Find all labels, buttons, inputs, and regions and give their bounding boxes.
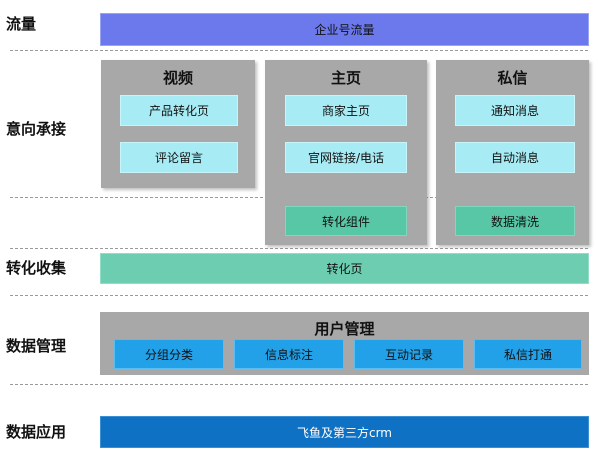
panel-homepage: 主页 商家主页 官网链接/电话 转化组件 [265,60,427,245]
row-label-data-management: 数据管理 [6,337,67,355]
conversion-page-bar: 转化页 [100,253,589,284]
item-data-cleaning: 数据清洗 [455,206,575,236]
panel-user-management: 用户管理 分组分类 信息标注 互动记录 私信打通 [100,312,589,375]
separator [10,50,588,51]
row-label-data-application: 数据应用 [6,423,67,441]
item-comments: 评论留言 [120,142,238,173]
row-label-traffic: 流量 [6,15,37,33]
item-notification-message: 通知消息 [455,95,575,126]
row-label-intent: 意向承接 [6,120,67,138]
item-interaction-record: 互动记录 [354,339,464,369]
item-grouping-classification: 分组分类 [114,339,224,369]
panel-title-video: 视频 [162,69,193,87]
panel-title-homepage: 主页 [330,69,361,87]
item-website-link-phone: 官网链接/电话 [285,142,407,173]
item-product-conversion-page: 产品转化页 [120,95,238,126]
item-conversion-component: 转化组件 [285,206,407,236]
item-auto-message: 自动消息 [455,142,575,173]
panel-video: 视频 产品转化页 评论留言 [101,60,255,188]
row-label-conversion: 转化收集 [6,259,67,277]
item-private-message-integration: 私信打通 [474,339,582,369]
separator [10,384,588,385]
separator [10,248,588,249]
panel-private-message: 私信 通知消息 自动消息 数据清洗 [436,60,589,245]
traffic-bar: 企业号流量 [100,13,589,46]
item-info-labeling: 信息标注 [234,339,344,369]
separator [10,295,588,296]
panel-title-private-message: 私信 [497,69,528,87]
data-application-bar: 飞鱼及第三方crm [100,416,589,448]
item-merchant-homepage: 商家主页 [285,95,407,126]
panel-title-user-management: 用户管理 [314,320,375,338]
